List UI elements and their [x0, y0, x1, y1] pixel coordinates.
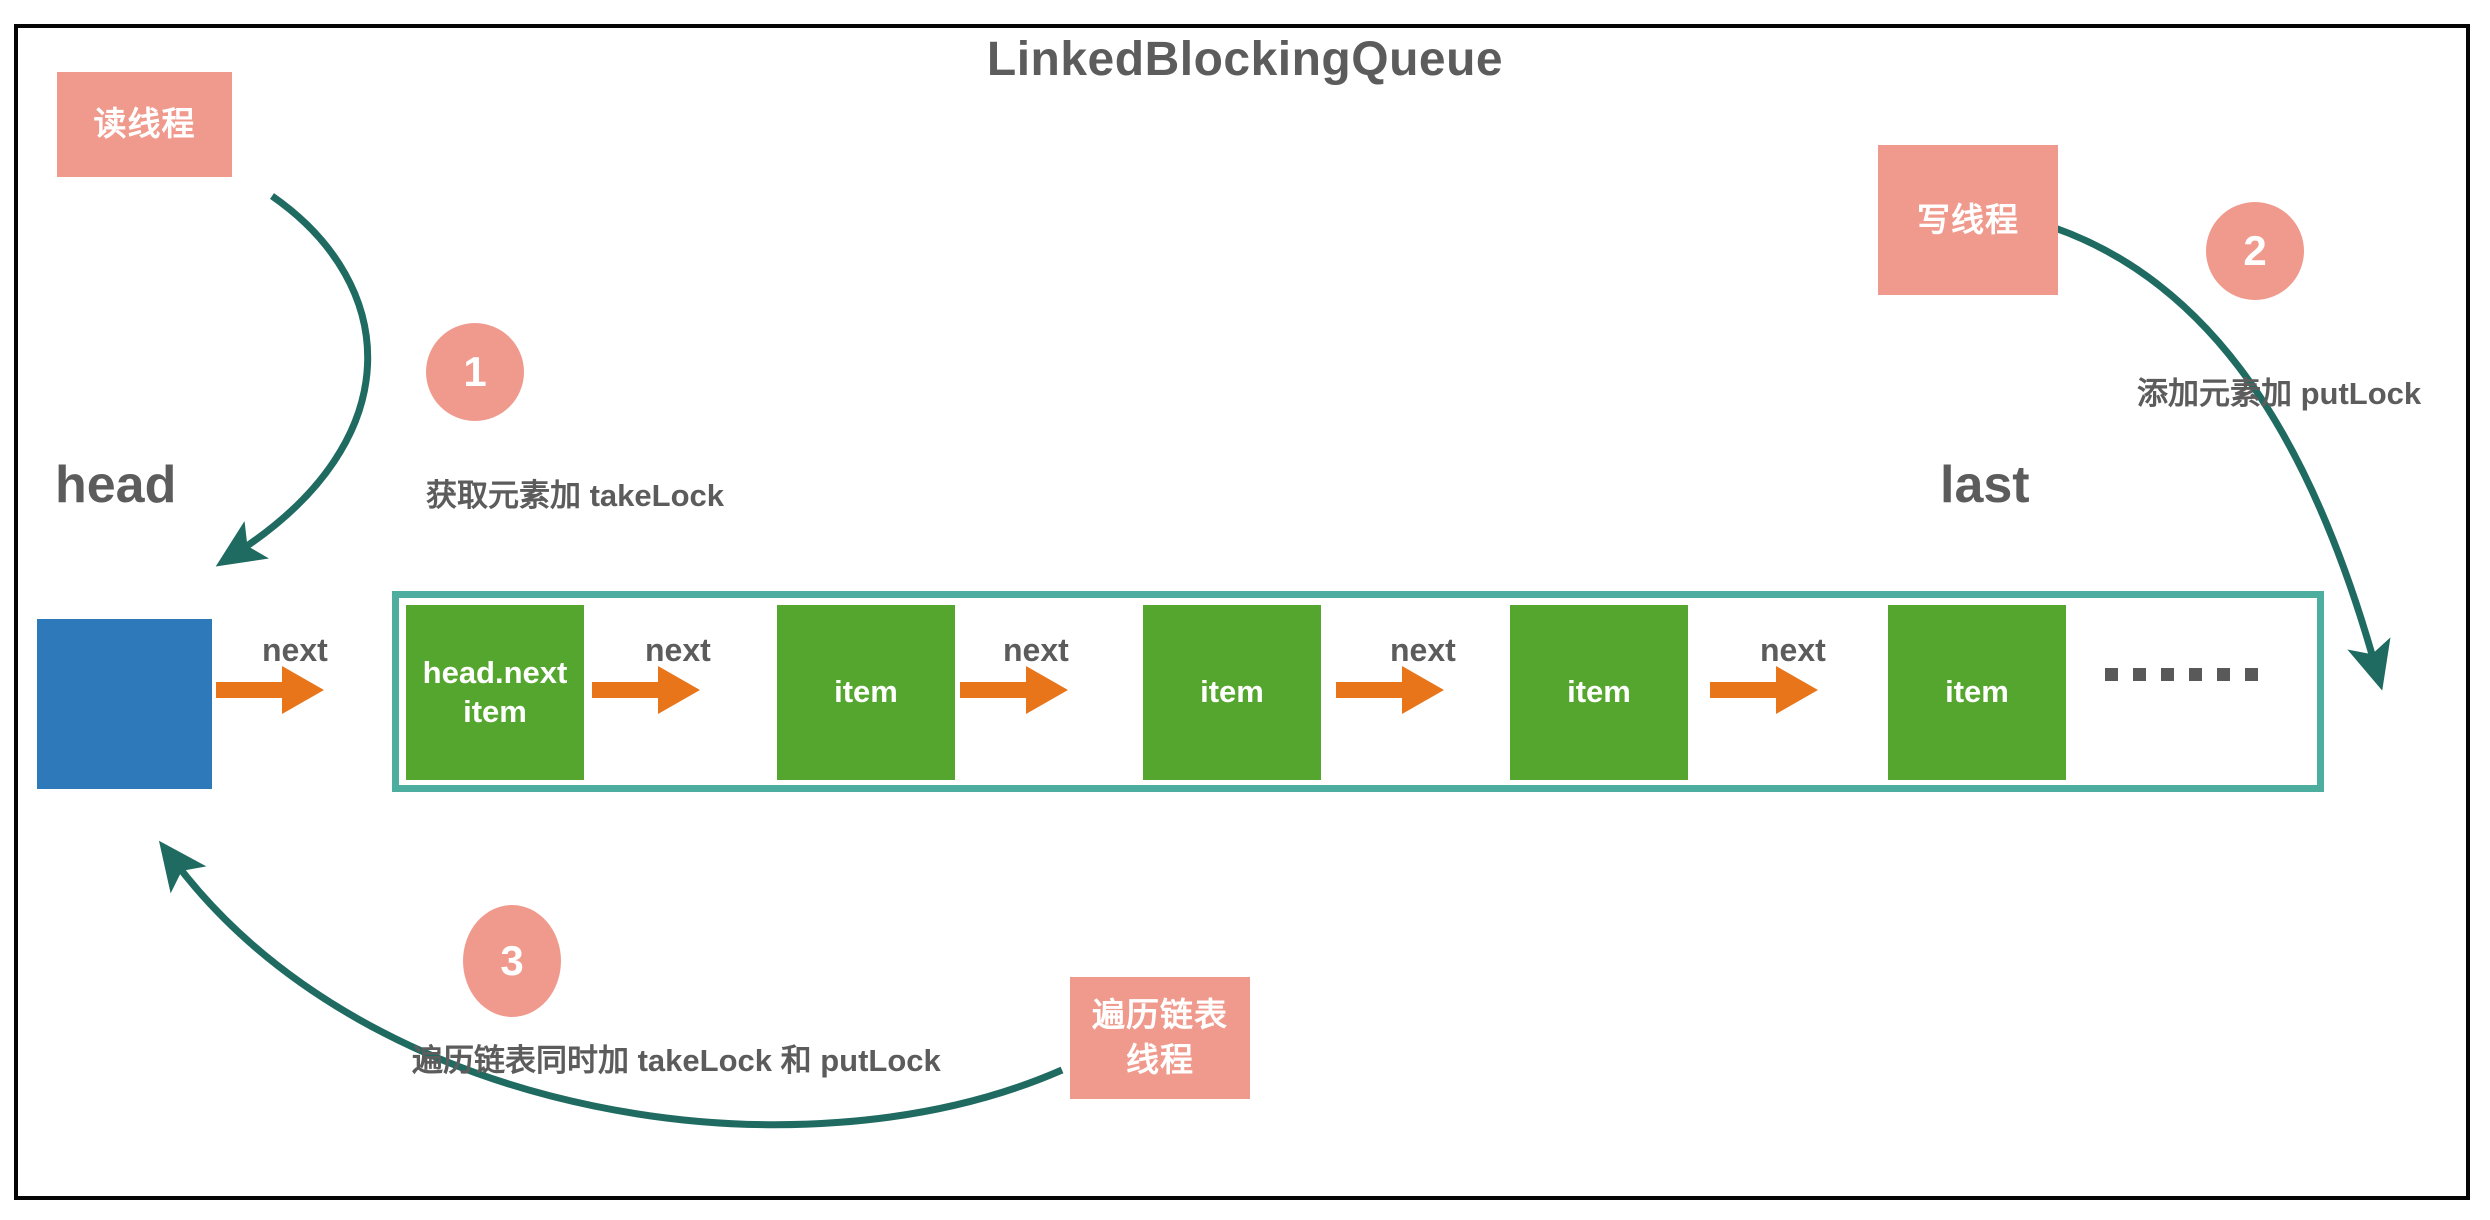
- list-item-4-line1: item: [1945, 674, 2009, 710]
- step-2-caption: 添加元素加 putLock: [2137, 376, 2422, 411]
- list-item-0: head.next item: [406, 605, 584, 780]
- read-thread-label: 读线程: [93, 105, 196, 143]
- list-item-0-line1: head.next: [422, 654, 568, 690]
- write-thread-box[interactable]: 写线程: [1878, 145, 2058, 295]
- step-1-number: 1: [463, 348, 487, 395]
- next-label-4: next: [1760, 632, 1826, 668]
- list-item-2: item: [1143, 605, 1321, 780]
- list-item-2-line1: item: [1200, 674, 1264, 710]
- next-label-0: next: [262, 632, 328, 668]
- step-3-badge: 3: [463, 905, 561, 1017]
- next-arrow-1: [592, 666, 700, 714]
- write-thread-label: 写线程: [1917, 200, 2019, 238]
- next-arrow-4: [1710, 666, 1818, 714]
- outer-frame: [14, 24, 2470, 1200]
- page-title: LinkedBlockingQueue: [986, 33, 1504, 86]
- queue-boundary-box: [392, 591, 2324, 792]
- traverse-thread-box[interactable]: 遍历链表 线程: [1070, 977, 1250, 1099]
- head-anchor-label: head: [55, 456, 177, 514]
- ellipsis-dot: [2245, 668, 2258, 681]
- list-item-0-line2: item: [463, 693, 527, 729]
- read-thread-box[interactable]: 读线程: [57, 72, 232, 177]
- step-1-badge: 1: [426, 323, 524, 421]
- step-2-badge: 2: [2206, 202, 2304, 300]
- ellipsis-dot: [2133, 668, 2146, 681]
- list-item-1-line1: item: [834, 674, 898, 710]
- next-arrow-2: [960, 666, 1068, 714]
- list-item-4: item: [1888, 605, 2066, 780]
- next-arrow-3: [1336, 666, 1444, 714]
- list-item-1: item: [777, 605, 955, 780]
- traverse-thread-label-line2: 线程: [1126, 1041, 1194, 1078]
- step-2-number: 2: [2243, 227, 2267, 274]
- list-item-3: item: [1510, 605, 1688, 780]
- next-label-3: next: [1390, 632, 1456, 668]
- list-item-3-line1: item: [1567, 674, 1631, 710]
- ellipsis-dot: [2217, 668, 2230, 681]
- next-label-1: next: [645, 632, 711, 668]
- step-3-number: 3: [500, 937, 524, 984]
- last-anchor-label: last: [1940, 456, 2030, 514]
- step-3-caption: 遍历链表同时加 takeLock 和 putLock: [412, 1043, 941, 1078]
- step-1-caption: 获取元素加 takeLock: [426, 478, 725, 513]
- next-label-2: next: [1003, 632, 1069, 668]
- ellipsis-dot: [2189, 668, 2202, 681]
- ellipsis-dot: [2161, 668, 2174, 681]
- ellipsis-dots: [2105, 668, 2258, 681]
- ellipsis-dot: [2105, 668, 2118, 681]
- next-arrow-0: [216, 666, 324, 714]
- traverse-thread-label-line1: 遍历链表: [1092, 996, 1228, 1034]
- head-node-box: [37, 619, 212, 789]
